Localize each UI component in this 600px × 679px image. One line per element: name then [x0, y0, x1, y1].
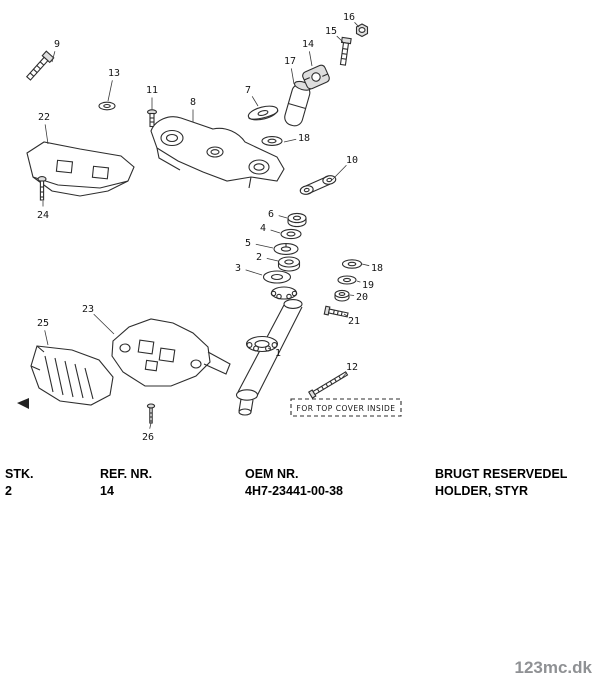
part-bolt-12 — [308, 371, 349, 399]
part-nut-16 — [355, 23, 369, 38]
part-label-26: 26 — [142, 432, 154, 443]
part-label-2: 2 — [256, 252, 262, 263]
leader-line-16 — [354, 22, 360, 28]
leader-line-21 — [343, 313, 348, 317]
part-washer-18-upper — [261, 136, 283, 146]
part-label-21: 21 — [348, 316, 360, 327]
leader-line-2 — [266, 257, 279, 262]
part-bearing-upper — [270, 286, 298, 300]
parts-table-row: 2 14 4H7-23441-00-38 HOLDER, STYR — [0, 483, 600, 500]
part-plate-7 — [247, 105, 279, 121]
part-label-19: 19 — [362, 280, 374, 291]
part-label-10: 10 — [346, 155, 358, 166]
leader-line-20 — [349, 294, 355, 296]
col-header-ref-nr: REF. NR. — [100, 467, 153, 481]
part-label-5: 5 — [245, 238, 251, 249]
leader-line-18 — [283, 138, 297, 143]
part-link-10 — [299, 175, 337, 195]
cell-brugt-reservedel: HOLDER, STYR — [435, 484, 529, 498]
part-label-7: 7 — [245, 85, 251, 96]
part-label-8: 8 — [190, 97, 196, 108]
col-header-brugt-reservedel: BRUGT RESERVEDEL — [435, 467, 568, 481]
part-label-11: 11 — [146, 85, 158, 96]
part-label-14: 14 — [302, 39, 314, 50]
part-label-20: 20 — [356, 292, 368, 303]
cell-ref-nr: 14 — [100, 484, 114, 498]
part-bearing-1 — [245, 335, 279, 353]
part-label-1: 1 — [275, 348, 281, 359]
part-bolt-15 — [339, 36, 352, 66]
leader-line-1 — [267, 347, 271, 350]
part-cover-25 — [17, 345, 114, 409]
leader-line-3 — [245, 269, 263, 276]
leader-line-14 — [309, 51, 313, 67]
part-steering-stem — [235, 299, 303, 416]
part-upper-clamp-8 — [150, 116, 285, 189]
part-label-23: 23 — [82, 304, 94, 315]
leader-lines — [42, 22, 370, 429]
part-lower-bracket-23 — [111, 318, 231, 387]
part-washer-18-lower — [341, 259, 363, 269]
part-label-13: 13 — [108, 68, 120, 79]
site-watermark: 123mc.dk — [514, 658, 593, 677]
cell-stk: 2 — [5, 484, 12, 498]
part-washer-13 — [98, 101, 116, 111]
part-ring-nut-6 — [287, 212, 307, 228]
part-label-22: 22 — [38, 112, 50, 123]
part-nut-20 — [334, 289, 350, 302]
leader-line-9 — [51, 51, 56, 63]
leader-line-7 — [251, 96, 259, 107]
note-text: FOR TOP COVER INSIDE — [297, 404, 396, 413]
part-ring-nut-2 — [277, 256, 301, 272]
part-washer-3 — [262, 270, 292, 284]
leader-line-19 — [356, 280, 361, 283]
leader-line-17 — [290, 68, 295, 85]
part-bolt-24 — [37, 176, 47, 201]
part-label-18: 18 — [298, 133, 310, 144]
part-label-6: 6 — [268, 209, 274, 220]
part-label-4: 4 — [260, 223, 266, 234]
part-washer-4 — [280, 228, 302, 240]
leader-line-25 — [44, 330, 49, 346]
part-label-3: 3 — [235, 263, 241, 274]
parts-table: STK. REF. NR. OEM NR. BRUGT RESERVEDEL 2… — [0, 466, 600, 500]
part-bolt-21 — [323, 305, 349, 318]
leader-line-5 — [255, 243, 274, 249]
leader-line-26 — [149, 422, 152, 429]
leader-line-6 — [278, 215, 288, 219]
part-bracket-22 — [26, 141, 135, 197]
part-label-24: 24 — [37, 210, 49, 221]
exploded-parts-diagram: FOR TOP COVER INSIDE 9131187171415162218… — [17, 12, 402, 443]
direction-arrow-icon — [17, 398, 29, 409]
cell-oem-nr: 4H7-23441-00-38 — [245, 484, 343, 498]
part-clamp-14 — [302, 64, 330, 90]
leader-line-18 — [361, 263, 370, 267]
leader-line-10 — [331, 164, 347, 181]
part-label-12: 12 — [346, 362, 358, 373]
part-label-16: 16 — [343, 12, 355, 23]
leader-line-23 — [93, 313, 115, 335]
part-screw-26 — [146, 403, 156, 424]
col-header-stk: STK. — [5, 467, 34, 481]
part-label-15: 15 — [325, 26, 337, 37]
leader-line-22 — [44, 124, 49, 145]
leader-line-12 — [341, 372, 348, 379]
part-label-9: 9 — [54, 39, 60, 50]
leader-line-15 — [336, 35, 344, 43]
leader-line-13 — [107, 80, 113, 102]
parts-table-header-row: STK. REF. NR. OEM NR. BRUGT RESERVEDEL — [0, 466, 600, 483]
part-washer-5 — [273, 243, 299, 255]
part-washer-19 — [337, 275, 357, 285]
part-bolt-9 — [25, 50, 55, 81]
part-label-17: 17 — [284, 56, 296, 67]
leader-line-4 — [270, 229, 281, 234]
diagram-note-box: FOR TOP COVER INSIDE — [290, 398, 402, 417]
col-header-oem-nr: OEM NR. — [245, 467, 299, 481]
part-label-18: 18 — [371, 263, 383, 274]
part-label-25: 25 — [37, 318, 49, 329]
